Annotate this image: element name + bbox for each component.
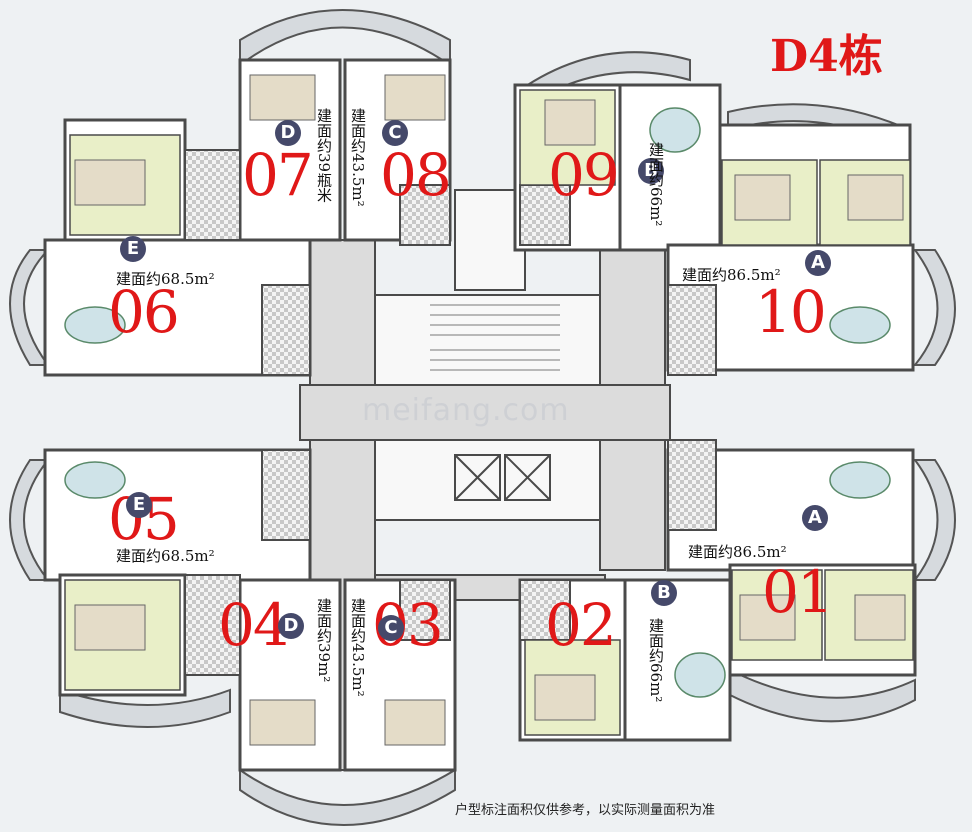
unit-type-badge-02: B <box>651 580 677 606</box>
living-furniture <box>64 107 891 698</box>
unit-area-10: 建面约86.5m² <box>682 266 781 284</box>
unit-number-01: 01 <box>762 558 834 626</box>
unit-type-badge-07: D <box>275 120 301 146</box>
watermark: meifang.com <box>362 393 570 428</box>
unit-area-05: 建面约68.5m² <box>116 547 215 565</box>
unit-type-badge-10: A <box>805 250 831 276</box>
beds <box>74 74 906 746</box>
unit-number-10: 10 <box>755 278 827 346</box>
unit-type-badge-04: D <box>278 613 304 639</box>
unit-area-07: 建面约39瓶米 <box>315 108 333 203</box>
unit-area-03: 建面约43.5m² <box>349 598 367 697</box>
bedrooms <box>64 89 914 736</box>
unit-number-08: 08 <box>380 141 452 209</box>
unit-number-09: 09 <box>548 141 620 209</box>
area-disclaimer: 户型标注面积仅供参考，以实际测量面积为准 <box>455 803 716 818</box>
unit-type-badge-03: C <box>378 615 404 641</box>
unit-area-06: 建面约68.5m² <box>116 270 215 288</box>
unit-area-01: 建面约86.5m² <box>688 543 787 561</box>
unit-area-08: 建面约43.5m² <box>349 108 367 207</box>
unit-area-09: 建面约66m² <box>647 142 665 227</box>
unit-type-badge-06: E <box>120 236 146 262</box>
balconies <box>9 9 956 826</box>
core <box>374 189 601 521</box>
unit-number-04: 04 <box>218 591 290 659</box>
unit-number-07: 07 <box>242 141 314 209</box>
unit-area-02: 建面约66m² <box>647 618 665 703</box>
unit-type-badge-01: A <box>802 505 828 531</box>
unit-number-02: 02 <box>545 591 617 659</box>
unit-type-badge-08: C <box>382 120 408 146</box>
unit-number-06: 06 <box>108 278 180 346</box>
building-title: D4栋 <box>770 31 883 82</box>
unit-type-badge-09: B <box>638 158 664 184</box>
unit-area-04: 建面约39m² <box>315 598 333 683</box>
unit-type-badge-05: E <box>126 492 152 518</box>
